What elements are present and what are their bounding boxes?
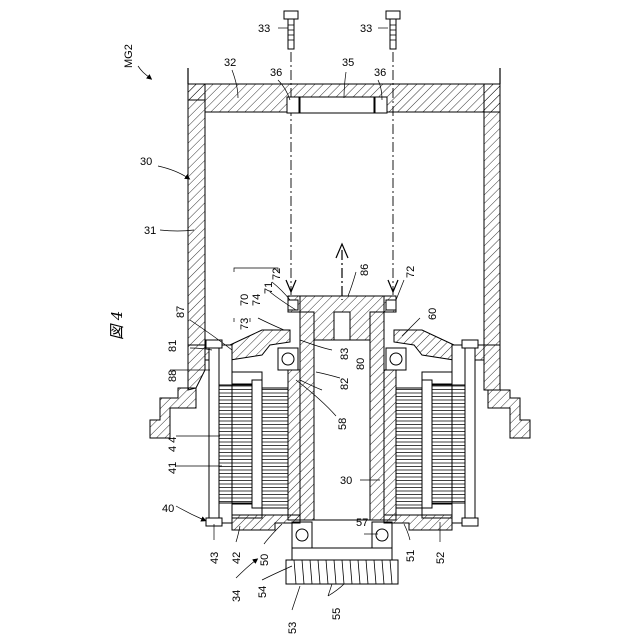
label-57: 57 <box>356 517 368 529</box>
label-58: 58 <box>337 418 349 430</box>
label-54: 54 <box>257 586 269 598</box>
label-86: 86 <box>359 264 371 276</box>
label-82: 82 <box>339 378 351 390</box>
label-40: 40 <box>162 503 174 515</box>
bolt-right <box>386 11 400 49</box>
output-gear <box>286 548 398 584</box>
label-31: 31 <box>144 225 156 237</box>
label-36a: 36 <box>270 67 282 79</box>
assembly-label: MG2 <box>123 44 135 68</box>
lower-bearing-left <box>292 522 312 548</box>
label-33b: 33 <box>360 23 372 35</box>
label-88: 88 <box>167 370 179 382</box>
label-74: 74 <box>251 294 263 306</box>
label-55: 55 <box>331 608 343 620</box>
label-81: 81 <box>167 340 179 352</box>
label-72b: 72 <box>405 266 417 278</box>
label-44: 4 4 <box>167 437 179 452</box>
rotor-left <box>262 370 300 520</box>
label-36b: 36 <box>374 67 386 79</box>
label-50: 50 <box>259 554 271 566</box>
label-83: 83 <box>339 348 351 360</box>
label-72a: 72 <box>271 268 283 280</box>
lower-bearing-right <box>372 522 392 548</box>
label-71: 71 <box>263 282 275 294</box>
label-53: 53 <box>287 622 299 634</box>
label-80: 80 <box>355 358 367 370</box>
label-32: 32 <box>224 57 236 69</box>
label-60: 60 <box>427 308 439 320</box>
label-70: 70 <box>239 294 251 306</box>
label-34: 34 <box>231 590 243 602</box>
upper-bearing-left <box>278 348 298 370</box>
upper-bearing-right <box>386 348 406 370</box>
label-30a: 30 <box>140 156 152 168</box>
mg2-arrow <box>138 66 150 78</box>
label-52: 52 <box>435 552 447 564</box>
label-30b: 30 <box>340 475 352 487</box>
label-42: 42 <box>231 552 243 564</box>
rotor-right <box>384 370 422 520</box>
figure-title: 図 4 <box>108 311 126 340</box>
label-33a: 33 <box>258 23 270 35</box>
label-51: 51 <box>405 550 417 562</box>
label-87: 87 <box>175 306 187 318</box>
label-41: 41 <box>167 462 179 474</box>
bolt-left <box>284 11 298 49</box>
rotor-sleeve <box>300 312 384 520</box>
label-35: 35 <box>342 57 354 69</box>
label-73: 73 <box>239 318 251 330</box>
label-43: 43 <box>209 552 221 564</box>
